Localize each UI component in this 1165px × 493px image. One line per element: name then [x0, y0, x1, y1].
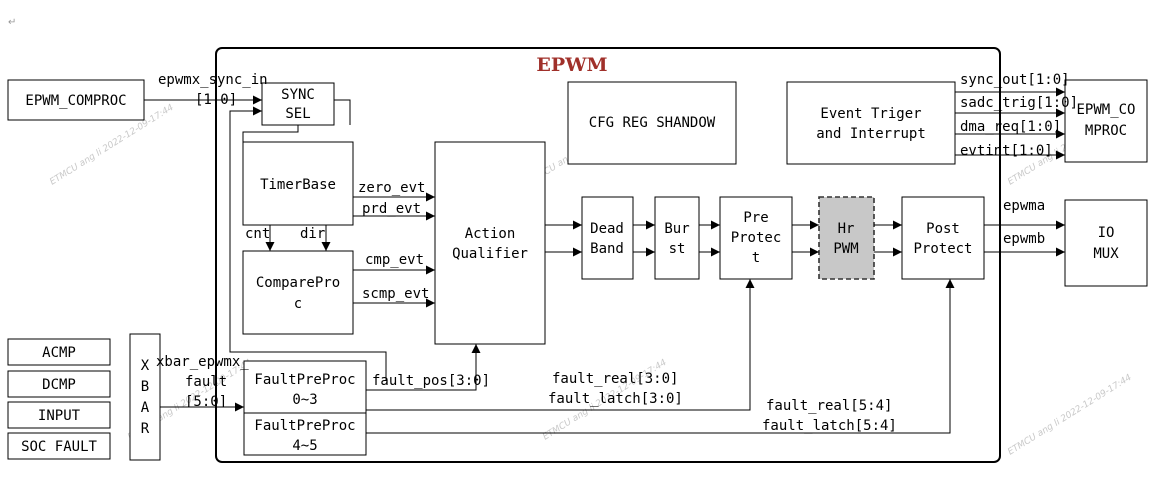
acmp-label: ACMP [42, 345, 76, 361]
fault-pos-label: fault_pos[3:0] [372, 373, 490, 389]
faultpreproc-4-5-label-2: 4~5 [292, 438, 317, 454]
dir-label: dir [300, 226, 325, 242]
compareproc-label-2: c [294, 296, 302, 312]
xbar-box [129, 333, 161, 461]
evtint-label: evtint[1:0] [960, 143, 1053, 159]
event-trigger-label-2: and Interrupt [816, 126, 926, 142]
zero-evt-label: zero_evt [358, 180, 425, 196]
acmp-box [7, 338, 111, 366]
scmp-evt-label: scmp_evt [362, 286, 429, 302]
xbar-label-2: B [141, 379, 149, 395]
epwm-comproc-out-label-2: MPROC [1085, 123, 1127, 139]
sync-in-label-2: [1:0] [195, 92, 237, 108]
prd-evt-label: prd_evt [362, 201, 421, 217]
cfg-reg-shadow-label: CFG REG SHANDOW [589, 115, 716, 131]
xbar-fault-label-3: [5:0] [185, 394, 227, 410]
compareproc-block [242, 250, 354, 335]
faultpreproc-0-3-label-2: 0~3 [292, 392, 317, 408]
pre-protect-label-3: t [752, 250, 760, 266]
io-mux-label-1: IO [1098, 225, 1115, 241]
sync-sel-label-2: SEL [285, 106, 310, 122]
post-protect-label-1: Post [926, 221, 960, 237]
pre-protect-block [719, 196, 793, 280]
post-protect-block [901, 196, 985, 280]
sync-in-label-1: epwmx_sync_in [158, 72, 268, 88]
timerbase-label: TimerBase [260, 177, 336, 193]
epwm-frame [215, 47, 1001, 463]
event-trigger-label-1: Event Triger [820, 106, 921, 122]
dcmp-label: DCMP [42, 377, 76, 393]
xbar-fault-label-2: fault [185, 374, 227, 390]
hr-pwm-block [818, 196, 875, 280]
faultpreproc-4-5-block [243, 412, 367, 456]
input-label: INPUT [38, 408, 81, 424]
paragraph-mark: ↵ [8, 17, 16, 28]
soc-fault-box [7, 432, 111, 460]
fault-real-5-4-label: fault_real[5:4] [766, 398, 892, 414]
epwm-comproc-out-label-1: EPWM_CO [1076, 102, 1135, 118]
epwm-comproc-in-label: EPWM_COMPROC [25, 93, 126, 109]
epwmb-label: epwmb [1003, 231, 1045, 247]
pre-protect-label-2: Protec [731, 230, 782, 246]
dcmp-box [7, 370, 111, 398]
epwm-comproc-out-box [1064, 79, 1148, 163]
cfg-reg-shadow-block [567, 81, 737, 165]
cmp-evt-label: cmp_evt [365, 252, 424, 268]
event-trigger-block [786, 81, 956, 165]
watermark: ETMCU ang li 2022-12-09-17:44 [1006, 373, 1134, 458]
cnt-label: cnt [245, 226, 270, 242]
dma-req-label: dma_req[1:0] [960, 119, 1061, 135]
fault-latch-5-4-label: fault_latch[5:4] [762, 418, 897, 434]
compareproc-label-1: ComparePro [256, 275, 340, 291]
timerbase-block [242, 141, 354, 226]
hr-pwm-label-2: PWM [833, 241, 858, 257]
burst-block [654, 196, 700, 280]
io-mux-label-2: MUX [1093, 246, 1119, 262]
epwma-label: epwma [1003, 198, 1045, 214]
fault-latch-3-0-label: fault_latch[3:0] [548, 391, 683, 407]
dead-band-block [581, 196, 634, 280]
hr-pwm-label-1: Hr [838, 221, 855, 237]
sync-out-label: sync_out[1:0] [960, 72, 1070, 88]
input-box [7, 401, 111, 429]
action-qualifier-block [434, 141, 546, 345]
faultpreproc-4-5-label-1: FaultPreProc [254, 418, 355, 434]
soc-fault-label: SOC FAULT [21, 439, 97, 455]
epwm-title: EPWM [536, 54, 607, 76]
sync-sel-label-1: SYNC [281, 87, 315, 103]
xbar-fault-label-1: xbar_epwmx_ [156, 354, 249, 370]
fault-real-3-0-label: fault_real[3:0] [552, 371, 678, 387]
faultpreproc-0-3-label-1: FaultPreProc [254, 372, 355, 388]
xbar-label-3: A [141, 400, 150, 416]
dead-band-label-1: Dead [590, 221, 624, 237]
xbar-label-4: R [141, 421, 150, 437]
action-qualifier-label-2: Qualifier [452, 246, 528, 262]
sadc-trig-label: sadc_trig[1:0] [960, 95, 1078, 111]
wires [144, 87, 1065, 434]
faultpreproc-0-3-block [243, 360, 367, 414]
pre-protect-label-1: Pre [743, 210, 768, 226]
burst-label-1: Bur [664, 221, 689, 237]
io-mux-box [1064, 199, 1148, 287]
dead-band-label-2: Band [590, 241, 624, 257]
burst-label-2: st [669, 241, 686, 257]
post-protect-label-2: Protect [913, 241, 972, 257]
xbar-label-1: X [141, 358, 150, 374]
action-qualifier-label-1: Action [465, 226, 516, 242]
